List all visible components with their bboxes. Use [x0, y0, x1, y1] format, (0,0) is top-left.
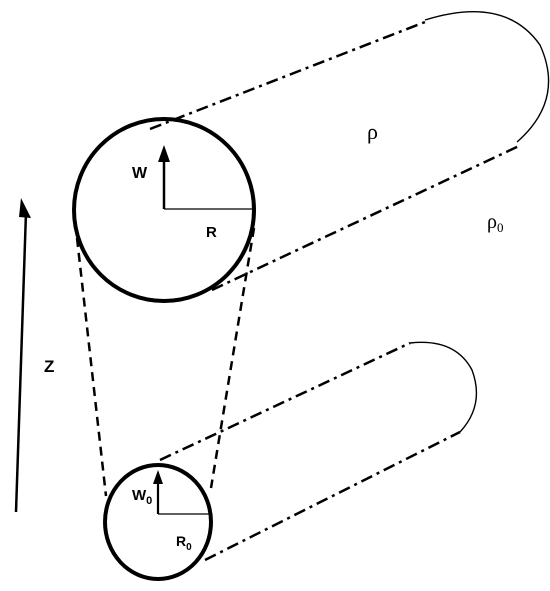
- lower-cylinder-outline: [159, 341, 478, 562]
- upper-velocity-label: W: [132, 165, 148, 182]
- lower-velocity-label: W0: [132, 487, 152, 507]
- upper-cylinder-end-arc: [424, 10, 550, 143]
- axis-label: Z: [44, 357, 54, 376]
- lower-cylinder-bottom-line: [204, 430, 461, 562]
- upper-circle-group: W R: [72, 117, 256, 303]
- density-ambient-label: ρ0: [487, 211, 503, 235]
- lower-circle-group: W0 R0: [103, 463, 213, 581]
- density-ambient-label-base: ρ: [487, 211, 497, 233]
- lower-radius-label-base: R: [176, 533, 186, 549]
- upper-cylinder-top-line: [149, 20, 426, 131]
- lower-radius-label: R0: [176, 533, 192, 553]
- lower-radius-label-sub: 0: [186, 542, 192, 553]
- upper-circle: [72, 117, 256, 303]
- upper-cylinder-outline: [149, 10, 550, 292]
- lower-cylinder-top-line: [159, 341, 411, 462]
- lower-velocity-label-sub: 0: [146, 495, 152, 507]
- upper-cylinder-bottom-line: [211, 144, 520, 292]
- density-inside-label: ρ: [367, 119, 378, 144]
- cone-left-line: [75, 237, 108, 497]
- cone-lines: [75, 227, 256, 497]
- lower-velocity-label-base: W: [132, 487, 147, 504]
- lower-cylinder-end-arc: [409, 341, 478, 433]
- lower-velocity-arrowhead: [153, 470, 163, 484]
- lower-circle: [103, 463, 213, 581]
- upper-radius-label: R: [206, 224, 217, 241]
- density-ambient-label-sub: 0: [497, 220, 504, 235]
- z-axis-arrow: [14, 198, 31, 513]
- upper-velocity-arrowhead: [158, 145, 170, 162]
